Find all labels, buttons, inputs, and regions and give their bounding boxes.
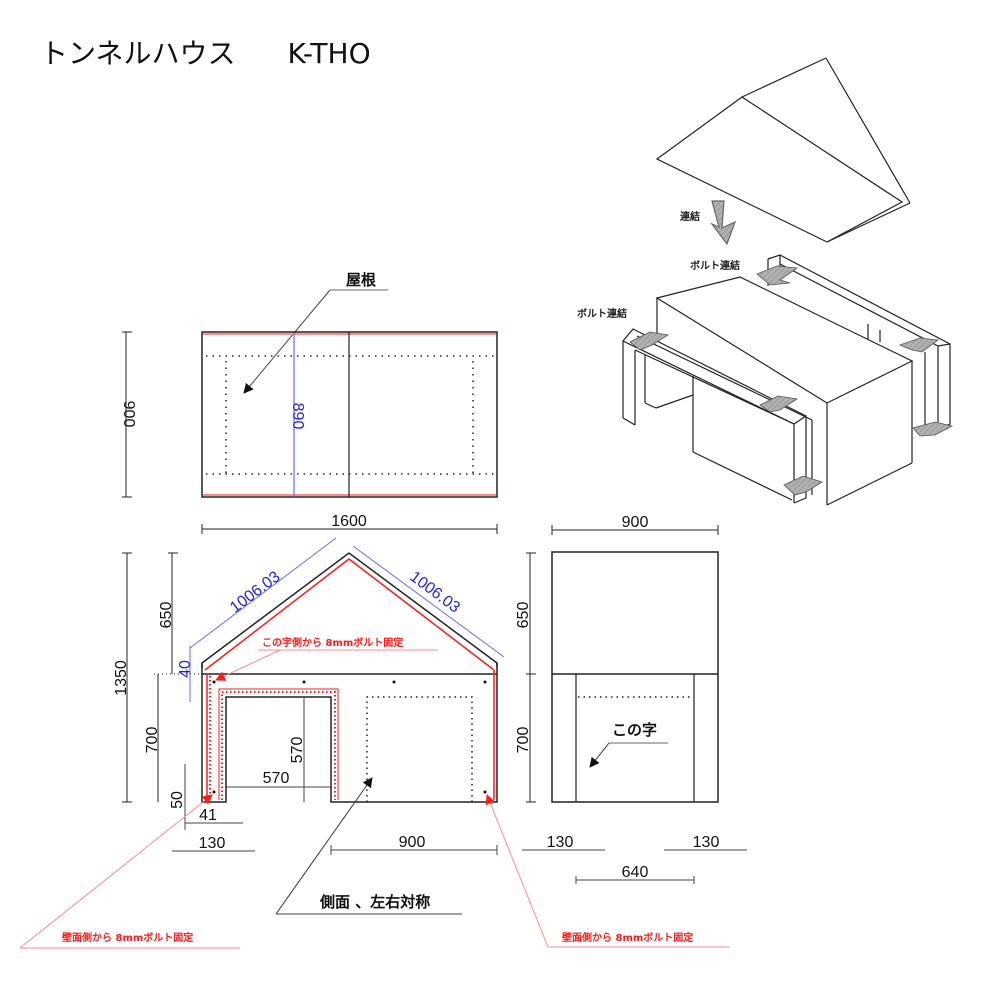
bolt-arrow-icon [783, 475, 823, 496]
dim-side-130-left: 130 [547, 834, 574, 851]
dim-side-640: 640 [622, 864, 649, 881]
dim-1350: 1350 [113, 660, 130, 696]
bolt-connect-left-label: ボルト連結 [577, 307, 627, 320]
iso-main-box [655, 276, 914, 506]
bolt-arrows [629, 265, 954, 496]
connect-label: 連結 [680, 210, 700, 223]
isometric-view: 連結 ボルト連結 ボルト連結 [577, 57, 954, 506]
dim-side-130-right: 130 [693, 834, 720, 851]
iso-roof [655, 57, 911, 243]
c-frame-label: この字 [612, 721, 657, 739]
bolt-arrow-icon [912, 421, 954, 437]
dim-900-panel: 900 [399, 834, 426, 851]
dim-1600: 1600 [331, 513, 367, 530]
bolt-arrow-icon [756, 265, 799, 286]
dim-570-height: 570 [289, 737, 306, 764]
bolt-arrow-icon [898, 337, 940, 353]
dim-570-width: 570 [263, 770, 290, 787]
dim-50: 50 [169, 791, 186, 809]
note-top-bolt: この字側から 8mmボルト固定 [262, 636, 403, 649]
drawing-title: トンネルハウス K-THO [40, 32, 371, 72]
dim-side-900: 900 [622, 514, 649, 531]
dim-41: 41 [199, 807, 217, 824]
dim-900-depth: 900 [120, 401, 137, 428]
roof-leader-arrow [243, 289, 331, 394]
dim-650: 650 [158, 602, 175, 629]
dim-700: 700 [144, 727, 161, 754]
roof-plan: 屋根 890 900 1600 [120, 271, 498, 534]
note-side-symmetric: 側面 、左右対称 [319, 893, 430, 911]
bolt-connect-top-label: ボルト連結 [690, 259, 740, 272]
note-bottom-left-bolt: 壁面側から 8mmボルト固定 [62, 931, 193, 944]
connect-arrow-icon [710, 200, 737, 246]
iso-front-frame [622, 328, 813, 504]
note-bottom-right-bolt: 壁面側から 8mmボルト固定 [562, 931, 693, 944]
title-name: トンネルハウス [40, 37, 236, 70]
dim-side-700: 700 [515, 727, 532, 754]
dim-890: 890 [289, 403, 306, 430]
dim-slope-left: 1006.03 [227, 568, 284, 616]
bolt-holes [212, 680, 487, 794]
side-view: この字 900 650 700 130 130 640 [515, 514, 747, 884]
dim-40: 40 [177, 660, 194, 678]
title-code: K-THO [287, 37, 371, 70]
bolt-arrow-icon [629, 331, 670, 351]
bolt-arrow-icon [759, 395, 799, 413]
dim-side-650: 650 [515, 602, 532, 629]
roof-label: 屋根 [346, 271, 376, 289]
dim-130-front: 130 [199, 835, 226, 852]
